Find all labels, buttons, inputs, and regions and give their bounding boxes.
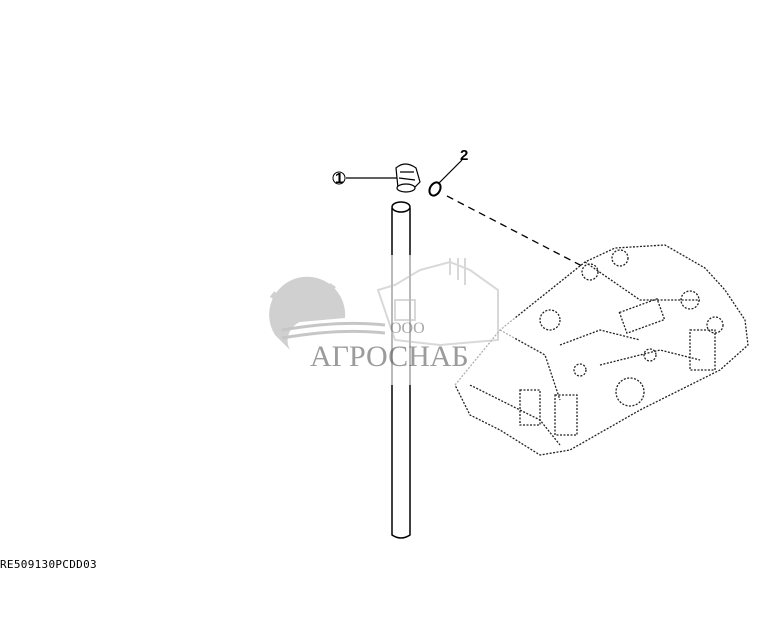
assembly-leader-dashed: [446, 195, 583, 267]
callout-2: 2: [460, 147, 468, 164]
watermark-prefix: ООО: [390, 320, 425, 337]
figure-code: RE509130PCDD03: [0, 558, 97, 571]
elbow-fitting-part-1: [395, 163, 421, 193]
callout-line-2: [437, 159, 463, 185]
watermark-name: АГРОСНАБ: [310, 340, 469, 373]
o-ring-part-2: [428, 181, 442, 197]
valve-block: [454, 244, 749, 456]
callout-1: 1: [335, 170, 343, 187]
watermark-logo: ООО АГРОСНАБ: [245, 255, 515, 385]
callout-circle-1: [332, 171, 346, 185]
